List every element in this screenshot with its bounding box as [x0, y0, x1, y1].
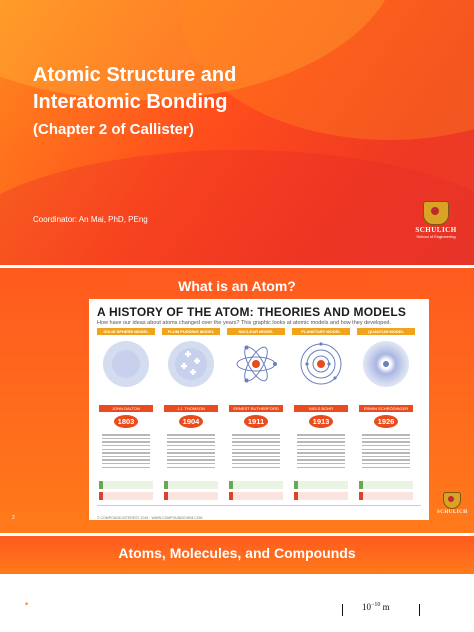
scientist-name: JOHN DALTON [99, 405, 153, 412]
scientist-name: NIELS BOHR [294, 405, 348, 412]
infographic-subtitle: How have our ideas about atoms changed o… [97, 320, 392, 326]
solid-sphere-illustration [103, 341, 149, 387]
plum-pudding-illustration [168, 341, 214, 387]
scale-label: 10−10 m [362, 602, 390, 612]
model-description [100, 432, 152, 474]
model-name: PLANETARY MODEL [292, 328, 350, 335]
model-strength [359, 481, 413, 489]
title-line: Interatomic Bonding [33, 91, 228, 113]
logo-name: SCHULICH [437, 510, 468, 515]
model-name: PLUM PUDDING MODEL [162, 328, 220, 335]
page-number: 2 [12, 515, 15, 521]
slide-subtitle: (Chapter 2 of Callister) [33, 121, 194, 138]
model-weakness [99, 492, 153, 500]
planetary-model-illustration [298, 341, 344, 387]
title-band [0, 536, 474, 574]
footer-text: © COMPOUND INTEREST 2016 · WWW.COMPOUNDC… [97, 516, 203, 520]
model-description [360, 432, 412, 474]
schulich-logo: SCHULICH [437, 492, 467, 515]
crest-icon [423, 201, 449, 225]
model-description [295, 432, 347, 474]
scientist-name: ERNEST RUTHERFORD [229, 405, 283, 412]
atom-history-infographic: A HISTORY OF THE ATOM: THEORIES AND MODE… [89, 299, 429, 520]
scale-tick [342, 604, 343, 616]
nuclear-model-illustration [233, 341, 279, 387]
model-strength [99, 481, 153, 489]
model-name: QUANTUM MODEL [357, 328, 415, 335]
atom-orbit-icon [236, 345, 277, 383]
model-strength [229, 481, 283, 489]
title-slide: Atomic Structure and Interatomic Bonding… [0, 0, 474, 265]
scientist-name: ERWIN SCHRÖDINGER [359, 405, 413, 412]
model-weakness [164, 492, 218, 500]
model-weakness [359, 492, 413, 500]
crest-icon [443, 492, 461, 509]
decorative-wave [0, 150, 474, 265]
atom-slide: What is an Atom? A HISTORY OF THE ATOM: … [0, 268, 474, 533]
slide-title: What is an Atom? [178, 278, 296, 294]
plum-pudding-icon [175, 348, 207, 380]
slide-title: Atoms, Molecules, and Compounds [118, 545, 356, 561]
schulich-logo: SCHULICH School of Engineering [414, 201, 458, 239]
model-strength [294, 481, 348, 489]
model-year: 1904 [179, 415, 203, 428]
title-line: Atomic Structure and [33, 64, 237, 86]
quantum-cloud-illustration [363, 341, 409, 387]
model-column-thomson: PLUM PUDDING MODEL J.J. THOMSON 1904 [162, 328, 220, 502]
slide-title: Atomic Structure and Interatomic Bonding [33, 62, 363, 116]
model-weakness [229, 492, 283, 500]
infographic-title: A HISTORY OF THE ATOM: THEORIES AND MODE… [97, 305, 407, 319]
planetary-orbit-icon [300, 342, 342, 385]
logo-subtitle: School of Engineering [416, 234, 456, 239]
model-name: NUCLEAR MODEL [227, 328, 285, 335]
model-year: 1913 [309, 415, 333, 428]
bullet-point: • [25, 599, 29, 609]
model-description [230, 432, 282, 474]
model-year: 1803 [114, 415, 138, 428]
model-weakness [294, 492, 348, 500]
atoms-molecules-slide: Atoms, Molecules, and Compounds • 10−10 … [0, 536, 474, 632]
infographic-footer: © COMPOUND INTEREST 2016 · WWW.COMPOUNDC… [97, 505, 421, 520]
model-column-bohr: PLANETARY MODEL NIELS BOHR 1913 [292, 328, 350, 502]
model-column-schrodinger: QUANTUM MODEL ERWIN SCHRÖDINGER 1926 [357, 328, 415, 502]
model-column-dalton: SOLID SPHERE MODEL JOHN DALTON 1803 [97, 328, 155, 502]
model-column-rutherford: NUCLEAR MODEL ERNEST RUTHERFORD 1911 [227, 328, 285, 502]
logo-name: SCHULICH [415, 226, 457, 234]
model-year: 1926 [374, 415, 398, 428]
model-description [165, 432, 217, 474]
coordinator-text: Coordinator: An Mai, PhD, PEng [33, 215, 148, 224]
scale-bar: 10−10 m [342, 602, 420, 616]
scale-tick [419, 604, 420, 616]
model-name: SOLID SPHERE MODEL [97, 328, 155, 335]
scientist-name: J.J. THOMSON [164, 405, 218, 412]
model-strength [164, 481, 218, 489]
model-year: 1911 [244, 415, 268, 428]
